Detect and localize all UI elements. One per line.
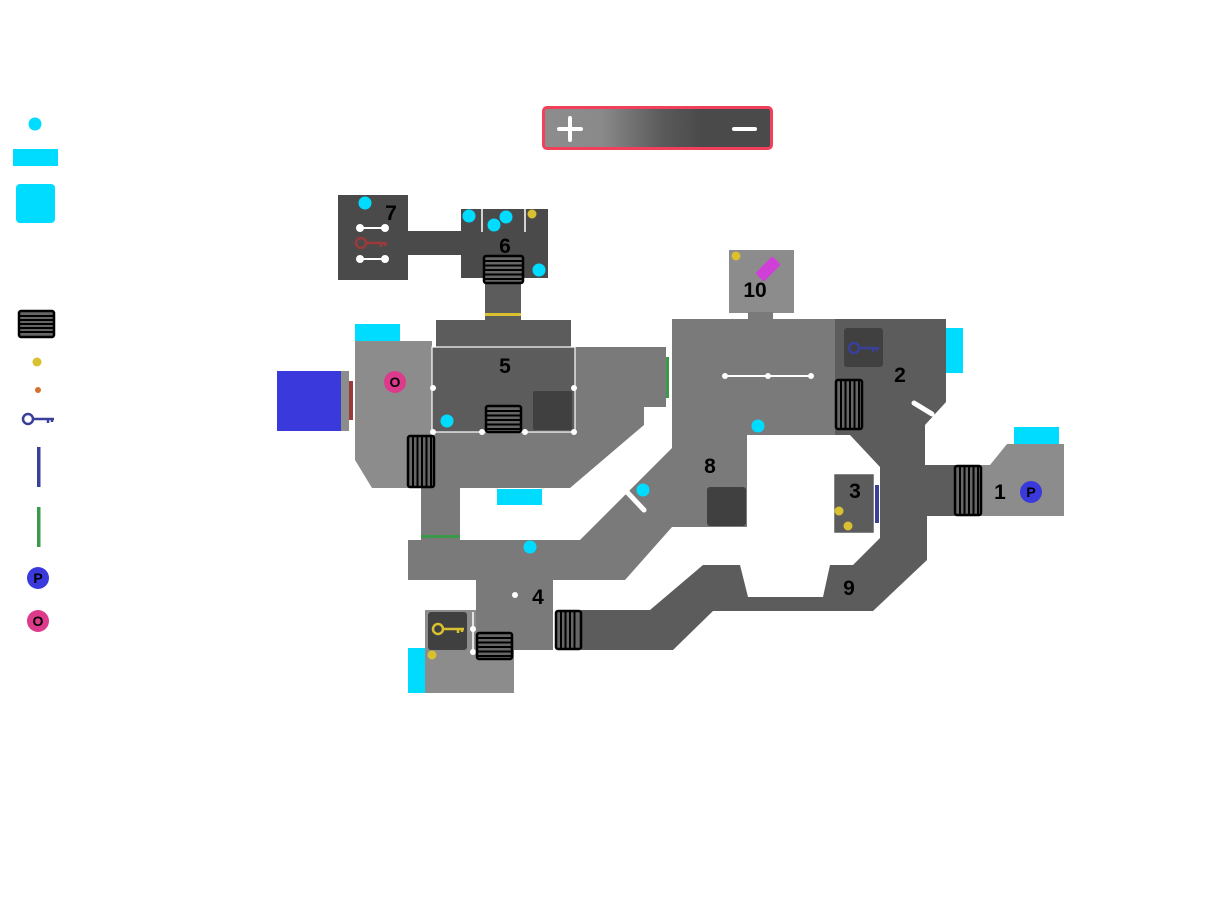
blue-block bbox=[277, 371, 341, 431]
yellow-door[interactable] bbox=[485, 313, 521, 316]
stairs-icon[interactable] bbox=[484, 404, 523, 434]
room-label-8: 8 bbox=[704, 455, 716, 478]
green-door-east[interactable] bbox=[666, 357, 669, 398]
room-label-10: 10 bbox=[743, 279, 766, 302]
room-7[interactable] bbox=[338, 195, 408, 280]
room-5-nodes bbox=[430, 385, 577, 435]
legend-key-icon bbox=[21, 412, 54, 426]
minus-icon bbox=[732, 127, 757, 131]
room-label-2: 2 bbox=[894, 364, 906, 387]
stairs-icon[interactable] bbox=[406, 434, 436, 489]
corridor-7-6 bbox=[408, 231, 461, 255]
p-marker-label: P bbox=[1026, 484, 1035, 500]
legend-o-label: O bbox=[33, 613, 44, 629]
yellow-dot[interactable] bbox=[527, 209, 537, 219]
legend-p-marker-icon: P bbox=[27, 567, 49, 589]
legend: P O bbox=[13, 117, 58, 632]
zoom-in-button[interactable] bbox=[545, 109, 585, 147]
room-label-4: 4 bbox=[532, 586, 544, 609]
zoom-control[interactable] bbox=[542, 106, 773, 150]
cube-dot[interactable] bbox=[751, 419, 765, 433]
room-label-1: 1 bbox=[994, 481, 1006, 504]
stairs-icon[interactable] bbox=[554, 609, 583, 651]
legend-portal-surface-icon bbox=[13, 149, 58, 166]
p-marker-icon[interactable]: P bbox=[1020, 481, 1042, 503]
yellow-dot[interactable] bbox=[843, 521, 853, 531]
stairs-icon[interactable] bbox=[953, 464, 983, 517]
pink-item-icon[interactable] bbox=[755, 256, 781, 282]
corridor-5-east bbox=[432, 347, 666, 488]
cube-dot[interactable] bbox=[499, 210, 513, 224]
legend-green-door-icon bbox=[37, 507, 41, 547]
cube-dot[interactable] bbox=[358, 196, 372, 210]
cube-dot[interactable] bbox=[462, 209, 476, 223]
yellow-dot[interactable] bbox=[731, 251, 741, 261]
room-7-tracks bbox=[356, 224, 389, 263]
barrier bbox=[911, 400, 935, 417]
key-box bbox=[428, 612, 467, 650]
portal-surface[interactable] bbox=[355, 324, 400, 341]
o-marker-icon[interactable]: O bbox=[384, 371, 406, 393]
room-8[interactable] bbox=[408, 319, 835, 650]
room-6-dividers bbox=[481, 209, 526, 232]
legend-p-label: P bbox=[33, 570, 42, 586]
room-label-6: 6 bbox=[499, 235, 511, 258]
yellow-dot[interactable] bbox=[427, 650, 437, 660]
blue-key-icon[interactable] bbox=[847, 341, 879, 355]
green-door-south[interactable] bbox=[421, 535, 460, 538]
legend-orange-dot-icon bbox=[35, 387, 41, 393]
cube-dot[interactable] bbox=[532, 263, 546, 277]
yellow-key-icon[interactable] bbox=[431, 622, 464, 636]
cube-dots[interactable] bbox=[358, 196, 765, 554]
zoom-out-button[interactable] bbox=[730, 109, 770, 147]
blue-door[interactable] bbox=[875, 485, 879, 523]
legend-yellow-dot-icon bbox=[32, 357, 42, 367]
portal-surface[interactable] bbox=[946, 328, 963, 373]
portal-surface[interactable] bbox=[1014, 427, 1059, 444]
room-label-3: 3 bbox=[849, 480, 861, 503]
legend-stairs-icon bbox=[17, 309, 56, 339]
room-8-block bbox=[707, 487, 746, 526]
o-marker-label: O bbox=[390, 374, 401, 390]
stairs-icon[interactable] bbox=[834, 378, 864, 431]
room-label-9: 9 bbox=[843, 577, 855, 600]
red-key-icon[interactable] bbox=[354, 236, 387, 250]
legend-cube-dot-icon bbox=[28, 117, 42, 131]
room-5-block bbox=[533, 391, 572, 430]
cube-dot[interactable] bbox=[487, 218, 501, 232]
cube-dot[interactable] bbox=[523, 540, 537, 554]
legend-o-marker-icon: O bbox=[27, 610, 49, 632]
room-label-5: 5 bbox=[499, 355, 511, 378]
room-3[interactable] bbox=[833, 473, 875, 534]
stairs-icon[interactable] bbox=[482, 254, 525, 285]
portal-surface[interactable] bbox=[497, 489, 542, 505]
room-10[interactable] bbox=[729, 250, 794, 313]
red-door[interactable] bbox=[349, 381, 353, 420]
legend-blue-door-icon bbox=[37, 447, 41, 487]
cube-dot[interactable] bbox=[440, 414, 454, 428]
corridor-stem bbox=[421, 488, 460, 540]
yellow-dot[interactable] bbox=[834, 506, 844, 516]
barrier bbox=[624, 489, 647, 513]
stairs-icon[interactable] bbox=[475, 631, 514, 661]
cube-dot[interactable] bbox=[636, 483, 650, 497]
portal-surface[interactable] bbox=[408, 648, 425, 693]
room-label-7: 7 bbox=[385, 202, 397, 225]
legend-portal-area-icon bbox=[16, 184, 55, 223]
plus-icon bbox=[557, 116, 583, 142]
